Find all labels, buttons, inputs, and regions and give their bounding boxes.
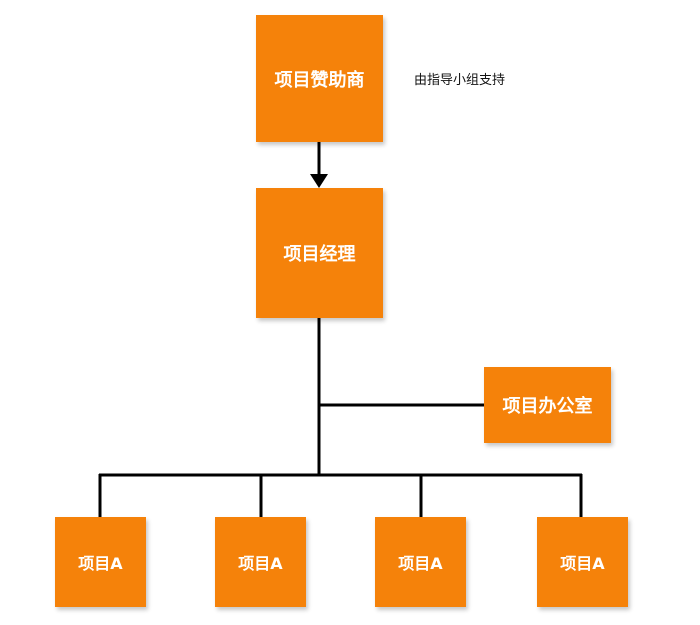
node-project-3: 项目A: [375, 517, 466, 607]
node-label: 项目办公室: [502, 396, 593, 417]
node-label: 项目A: [398, 554, 443, 573]
node-label: 项目A: [238, 554, 283, 573]
node-label: 项目赞助商: [274, 69, 365, 91]
node-project-sponsor: 项目赞助商: [256, 15, 383, 142]
node-project-1: 项目A: [55, 517, 146, 607]
arrow-head-icon: [310, 174, 328, 188]
node-label: 项目A: [560, 554, 605, 573]
steering-committee-note: 由指导小组支持: [414, 73, 506, 88]
node-label: 项目A: [78, 554, 123, 573]
node-project-manager: 项目经理: [256, 188, 383, 318]
node-label: 项目经理: [283, 244, 356, 265]
node-project-4: 项目A: [537, 517, 628, 607]
node-project-2: 项目A: [215, 517, 306, 607]
node-project-office: 项目办公室: [484, 367, 611, 443]
